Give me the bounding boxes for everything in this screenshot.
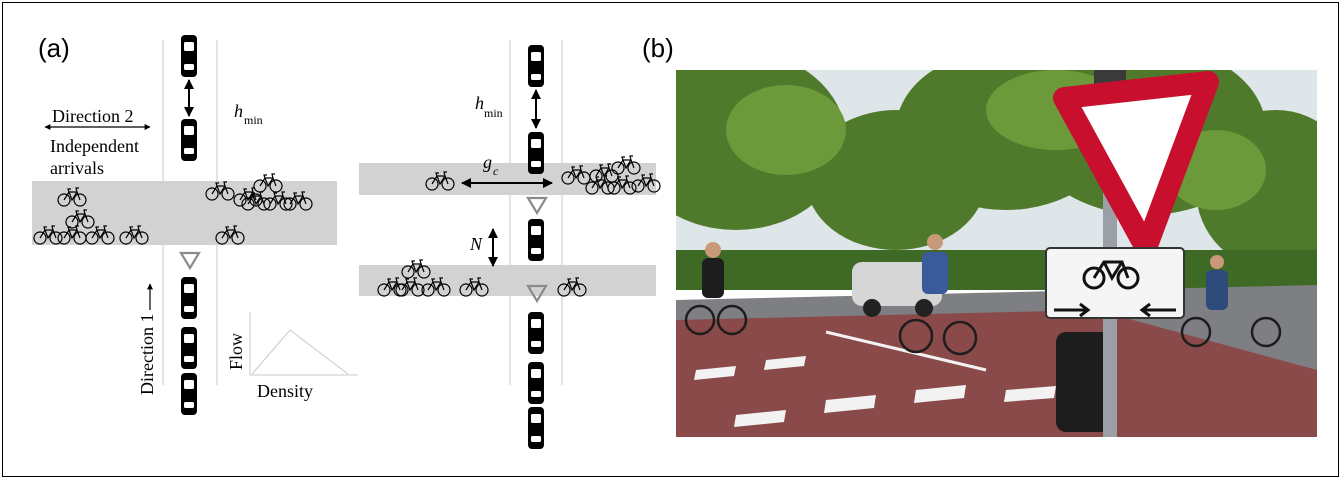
h-min-subscript: min	[244, 113, 263, 127]
car-icon	[181, 327, 197, 369]
car-icon	[528, 312, 544, 354]
intersection-right: h min N g c	[359, 40, 661, 449]
car-icon	[181, 277, 197, 319]
bike-lane-left	[32, 181, 337, 245]
n-label: N	[469, 234, 483, 254]
yield-sign-icon	[526, 196, 548, 215]
flow-axis-label: Flow	[226, 333, 246, 370]
h-min-label: h	[234, 101, 243, 121]
panel-label-a: (a)	[38, 33, 70, 63]
car-icon	[528, 362, 544, 404]
h-min-subscript-2: min	[484, 106, 503, 120]
g-c-subscript: c	[493, 164, 499, 178]
bike-lane-bottom	[359, 265, 656, 296]
panel-label-b: (b)	[642, 33, 674, 63]
street-photo	[676, 70, 1317, 437]
direction-1-label: Direction 1	[137, 314, 157, 395]
car-icon	[528, 407, 544, 449]
intersection-left: Direction 2 Independent arrivals h min D…	[32, 35, 358, 415]
h-min-label-2: h	[475, 93, 484, 113]
arrivals-label: arrivals	[50, 158, 104, 178]
car-icon	[181, 373, 197, 415]
car-icon	[528, 132, 544, 174]
car-icon	[181, 119, 197, 161]
density-axis-label: Density	[257, 381, 313, 401]
car-icon	[528, 45, 544, 87]
flow-density-plot: Flow Density	[226, 312, 358, 401]
car-icon	[181, 35, 197, 77]
car-icon	[528, 219, 544, 261]
direction-2-label: Direction 2	[52, 106, 133, 126]
independent-label: Independent	[50, 136, 139, 156]
yield-sign-icon	[179, 251, 201, 270]
g-c-label: g	[483, 152, 492, 172]
